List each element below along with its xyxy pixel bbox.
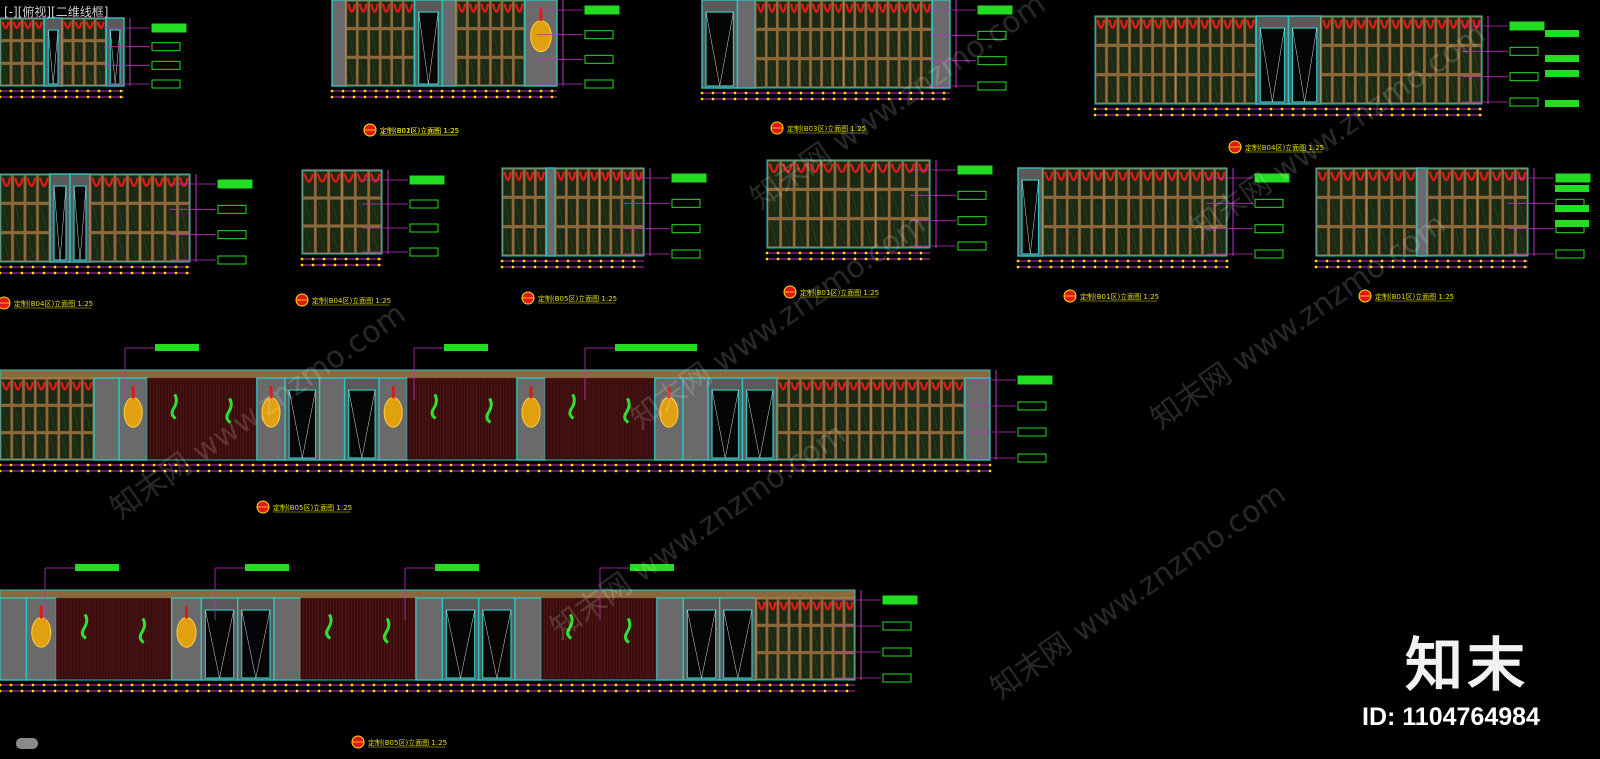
elevation-drawing-e1[interactable]: 定制(B01区)立面图 1:25 bbox=[0, 17, 459, 137]
elevation-title: 定制(B01区)立面图 1:25 bbox=[1080, 292, 1159, 301]
elevation-drawing-e8[interactable]: 定制(B01区)立面图 1:25 bbox=[765, 159, 993, 299]
elevation-title: 定制(B02区)立面图 1:25 bbox=[380, 126, 459, 135]
elevation-title: 定制(B05区)立面图 1:25 bbox=[538, 294, 617, 303]
elevation-drawing-e12[interactable]: 定制(B05区)立面图 1:25 bbox=[0, 564, 918, 749]
image-id-text: ID: 1104764984 bbox=[1362, 703, 1540, 731]
elevation-drawing-e10[interactable]: 定制(B01区)立面图 1:25 bbox=[1314, 167, 1591, 303]
elevation-drawing-e11[interactable]: 定制(B05区)立面图 1:25 bbox=[0, 344, 1053, 514]
elevation-drawing-e3[interactable]: 定制(B03区)立面图 1:25 bbox=[700, 0, 1013, 135]
elevation-title: 定制(B01区)立面图 1:25 bbox=[1375, 292, 1454, 301]
elevation-title: 定制(B05区)立面图 1:25 bbox=[273, 503, 352, 512]
elevation-drawing-e9[interactable]: 定制(B01区)立面图 1:25 bbox=[1016, 167, 1290, 303]
elevation-title: 定制(B04区)立面图 1:25 bbox=[14, 299, 93, 308]
elevation-title: 定制(B05区)立面图 1:25 bbox=[368, 738, 447, 747]
elevation-title: 定制(B04区)立面图 1:25 bbox=[1245, 143, 1324, 152]
elevation-title: 定制(B03区)立面图 1:25 bbox=[787, 124, 866, 133]
elevation-title: 定制(B04区)立面图 1:25 bbox=[312, 296, 391, 305]
elevation-drawing-e5[interactable]: 定制(B04区)立面图 1:25 bbox=[0, 173, 253, 310]
elevation-drawing-e4[interactable]: 定制(B04区)立面图 1:25 bbox=[1093, 15, 1545, 154]
ucs-toggle-button[interactable] bbox=[16, 738, 38, 749]
elevation-title: 定制(B01区)立面图 1:25 bbox=[380, 126, 459, 135]
elevation-title: 定制(B01区)立面图 1:25 bbox=[800, 288, 879, 297]
brand-watermark-logo: 知末 bbox=[1405, 631, 1530, 699]
elevation-drawing-e7[interactable]: 定制(B05区)立面图 1:25 bbox=[500, 167, 707, 305]
elevation-drawing-e2[interactable]: 定制(B02区)立面图 1:25 bbox=[330, 0, 620, 137]
viewport-controls-label[interactable]: [-][俯视][二维线框] bbox=[4, 5, 109, 19]
elevation-drawing-e6[interactable]: 定制(B04区)立面图 1:25 bbox=[295, 169, 445, 307]
svg-text:知末网 www.znzmo.com: 知末网 www.znzmo.com bbox=[985, 477, 1293, 707]
